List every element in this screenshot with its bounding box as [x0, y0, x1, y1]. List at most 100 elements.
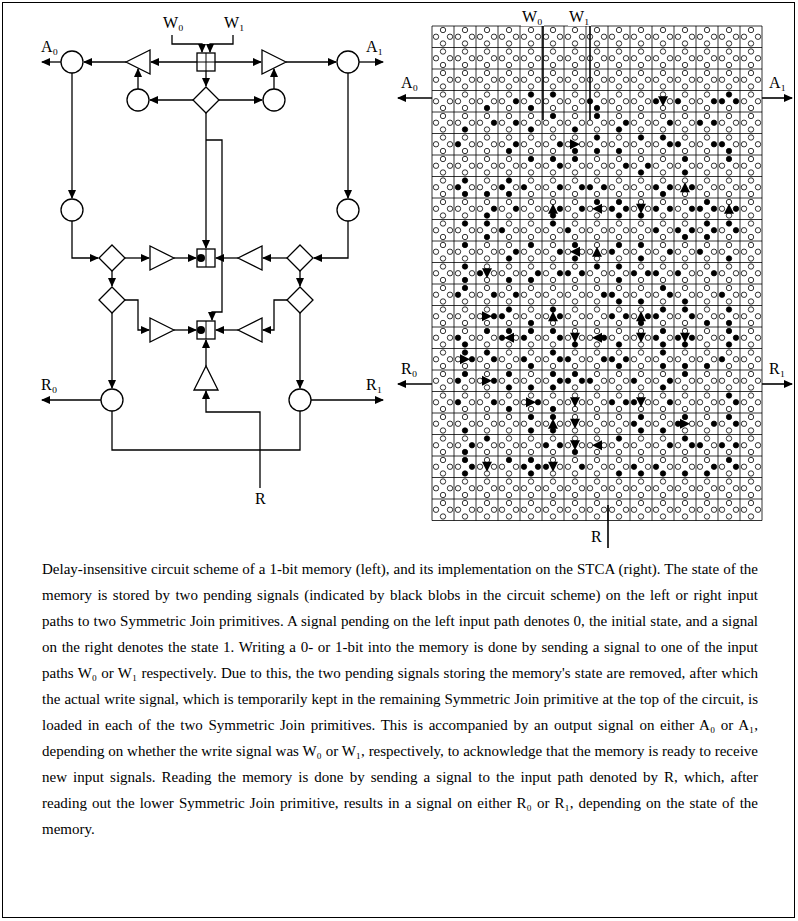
cell-bit: [469, 77, 474, 82]
cell-bit: [550, 84, 555, 89]
cell-bit: [594, 148, 599, 153]
cell-bit: [645, 464, 650, 469]
cell-bit: [506, 70, 511, 75]
cell-bit: [755, 34, 760, 39]
cell-bit: [697, 249, 702, 254]
cell-bit: [748, 191, 753, 196]
cell-bit: [748, 49, 753, 54]
cell-bit: [572, 479, 577, 484]
cell-bit: [645, 228, 650, 233]
cell-bit: [675, 120, 680, 125]
cell-bit: [748, 221, 753, 226]
cell-bit: [491, 185, 496, 190]
cell-bit: [528, 342, 533, 347]
cell-bit: [594, 436, 599, 441]
grid-line: [432, 391, 762, 392]
cell-bit: [462, 234, 467, 239]
cell-bit: [616, 199, 621, 204]
cell-bit: [528, 328, 533, 333]
cell-bit: [726, 457, 731, 462]
cell-bit: [462, 393, 467, 398]
cell-bit: [601, 335, 606, 340]
cell-bit: [528, 191, 533, 196]
cell-bit: [528, 170, 533, 175]
cell-bit: [755, 163, 760, 168]
cell-bit: [704, 92, 709, 97]
cell-bit: [704, 27, 709, 32]
signal-arrow: [680, 419, 690, 429]
cell-bit: [638, 479, 643, 484]
cell-bit: [462, 264, 467, 269]
cell-bit: [697, 400, 702, 405]
cell-bit: [748, 428, 753, 433]
cell-bit: [755, 228, 760, 233]
cell-bit: [631, 443, 636, 448]
cell-bit: [616, 234, 621, 239]
cell-bit: [447, 163, 452, 168]
cell-bit: [682, 62, 687, 67]
cell-bit: [440, 242, 445, 247]
cell-bit: [565, 206, 570, 211]
cell-bit: [653, 443, 658, 448]
cell-bit: [719, 443, 724, 448]
cell-bit: [572, 234, 577, 239]
cell-bit: [491, 163, 496, 168]
cell-bit: [440, 299, 445, 304]
cell-bit: [579, 486, 584, 491]
cell-bit: [440, 285, 445, 290]
cell-bit: [469, 378, 474, 383]
cell-bit: [719, 228, 724, 233]
signal-name: W₀: [521, 8, 544, 26]
cell-bit: [719, 185, 724, 190]
cell-bit: [528, 363, 533, 368]
cell-bit: [455, 335, 460, 340]
cell-bit: [748, 256, 753, 261]
cell-bit: [675, 142, 680, 147]
cell-bit: [601, 421, 606, 426]
cell-bit: [521, 228, 526, 233]
cell-bit: [594, 393, 599, 398]
cell-bit: [660, 191, 665, 196]
signal-arrow: [636, 311, 646, 321]
cell-bit: [477, 400, 482, 405]
cell-bit: [491, 443, 496, 448]
cell-bit: [682, 449, 687, 454]
cell-bit: [506, 342, 511, 347]
cell-bit: [660, 307, 665, 312]
cell-bit: [462, 514, 467, 519]
cell-bit: [506, 113, 511, 118]
cell-bit: [521, 292, 526, 297]
grid-line: [432, 176, 762, 177]
cell-bit: [741, 486, 746, 491]
cell-bit: [506, 170, 511, 175]
cell-bit: [719, 34, 724, 39]
signal-arrow: [526, 397, 536, 407]
cell-bit: [645, 185, 650, 190]
cell-bit: [682, 199, 687, 204]
cell-bit: [513, 486, 518, 491]
cell-bit: [594, 457, 599, 462]
signal-name: R₁: [365, 376, 383, 394]
cell-bit: [726, 385, 731, 390]
cell-bit: [755, 185, 760, 190]
cell-bit: [528, 199, 533, 204]
cell-bit: [631, 378, 636, 383]
cell-bit: [572, 27, 577, 32]
cell-bit: [477, 120, 482, 125]
cell-bit: [513, 163, 518, 168]
cell-bit: [631, 464, 636, 469]
cell-bit: [557, 421, 562, 426]
cell-bit: [528, 92, 533, 97]
cell-bit: [565, 421, 570, 426]
cell-bit: [682, 242, 687, 247]
cell-bit: [616, 256, 621, 261]
grid-line: [432, 47, 762, 48]
cell-bit: [550, 178, 555, 183]
cell-bit: [741, 443, 746, 448]
cell-bit: [755, 400, 760, 405]
cell-bit: [616, 49, 621, 54]
cell-bit: [506, 393, 511, 398]
cell-bit: [477, 464, 482, 469]
cell-bit: [594, 406, 599, 411]
cell-bit: [682, 213, 687, 218]
